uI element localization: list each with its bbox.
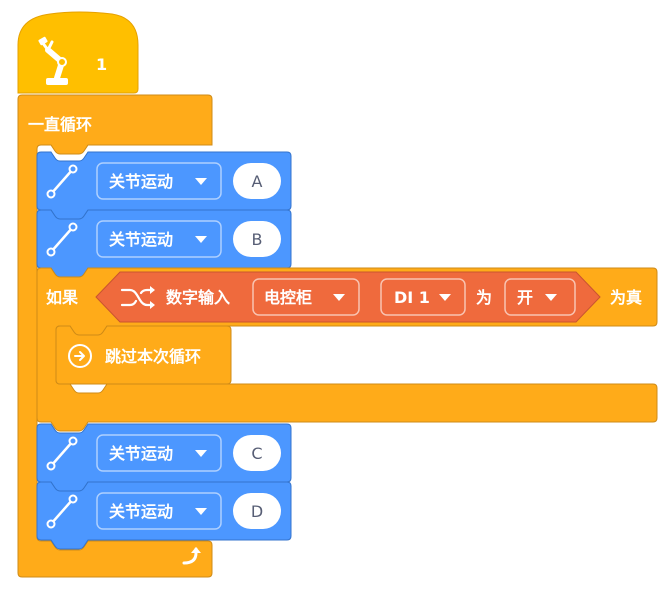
joint-value: D (251, 502, 263, 521)
state-dropdown-label: 开 (517, 288, 533, 307)
joint-value: B (252, 230, 263, 249)
chevron-down-icon (545, 294, 557, 301)
joint-value-input[interactable]: D (233, 493, 281, 529)
joint-value: A (252, 172, 263, 191)
forever-label: 一直循环 (28, 115, 92, 134)
digital-input-condition[interactable]: 数字输入 电控柜 DI 1 为 开 (95, 271, 601, 323)
joint-dropdown-label: 关节运动 (109, 444, 173, 463)
condition-label: 数字输入 (166, 288, 230, 307)
chevron-down-icon (333, 294, 345, 301)
hat-block[interactable]: 1 (17, 11, 139, 94)
joint-dropdown-label: 关节运动 (109, 172, 173, 191)
chevron-down-icon (195, 450, 207, 457)
circle-arrow-right-icon (68, 344, 92, 368)
joint-line-icon (46, 164, 78, 199)
state-dropdown[interactable]: 开 (504, 278, 576, 316)
if-label: 如果 (46, 288, 78, 307)
joint-move-block[interactable]: 关节运动 D (36, 481, 292, 550)
joint-dropdown[interactable]: 关节运动 (96, 162, 222, 200)
pin-dropdown-label: DI 1 (394, 288, 430, 307)
joint-value: C (251, 444, 262, 463)
joint-dropdown[interactable]: 关节运动 (96, 434, 222, 472)
is-label: 为 (476, 288, 492, 307)
joint-value-input[interactable]: C (233, 435, 281, 471)
shuffle-icon (120, 286, 155, 309)
joint-move-block[interactable]: 关节运动 C (36, 423, 292, 492)
then-label: 为真 (610, 288, 642, 307)
chevron-down-icon (195, 236, 207, 243)
pin-dropdown[interactable]: DI 1 (380, 278, 466, 316)
joint-value-input[interactable]: B (233, 221, 281, 257)
robot-arm-icon (38, 36, 68, 85)
hat-label: 1 (96, 55, 107, 74)
joint-line-icon (46, 222, 78, 257)
skip-label: 跳过本次循环 (105, 347, 201, 366)
joint-dropdown-label: 关节运动 (109, 502, 173, 521)
chevron-down-icon (439, 294, 451, 301)
loop-arrow-icon (182, 547, 201, 565)
joint-line-icon (46, 436, 78, 471)
chevron-down-icon (195, 508, 207, 515)
joint-line-icon (46, 494, 78, 529)
joint-dropdown[interactable]: 关节运动 (96, 492, 222, 530)
chevron-down-icon (195, 178, 207, 185)
joint-value-input[interactable]: A (233, 163, 281, 199)
joint-move-block[interactable]: 关节运动 B (36, 209, 292, 278)
joint-dropdown-label: 关节运动 (109, 230, 173, 249)
forever-block[interactable]: 一直循环 (17, 94, 213, 578)
joint-dropdown[interactable]: 关节运动 (96, 220, 222, 258)
source-dropdown[interactable]: 电控柜 (252, 278, 360, 316)
if-block[interactable]: 如果 为真 数字输入 电控柜 DI 1 为 (36, 267, 658, 432)
joint-move-block[interactable]: 关节运动 A (36, 151, 292, 220)
skip-iteration-block[interactable]: 跳过本次循环 (55, 325, 232, 385)
source-dropdown-label: 电控柜 (264, 288, 312, 307)
